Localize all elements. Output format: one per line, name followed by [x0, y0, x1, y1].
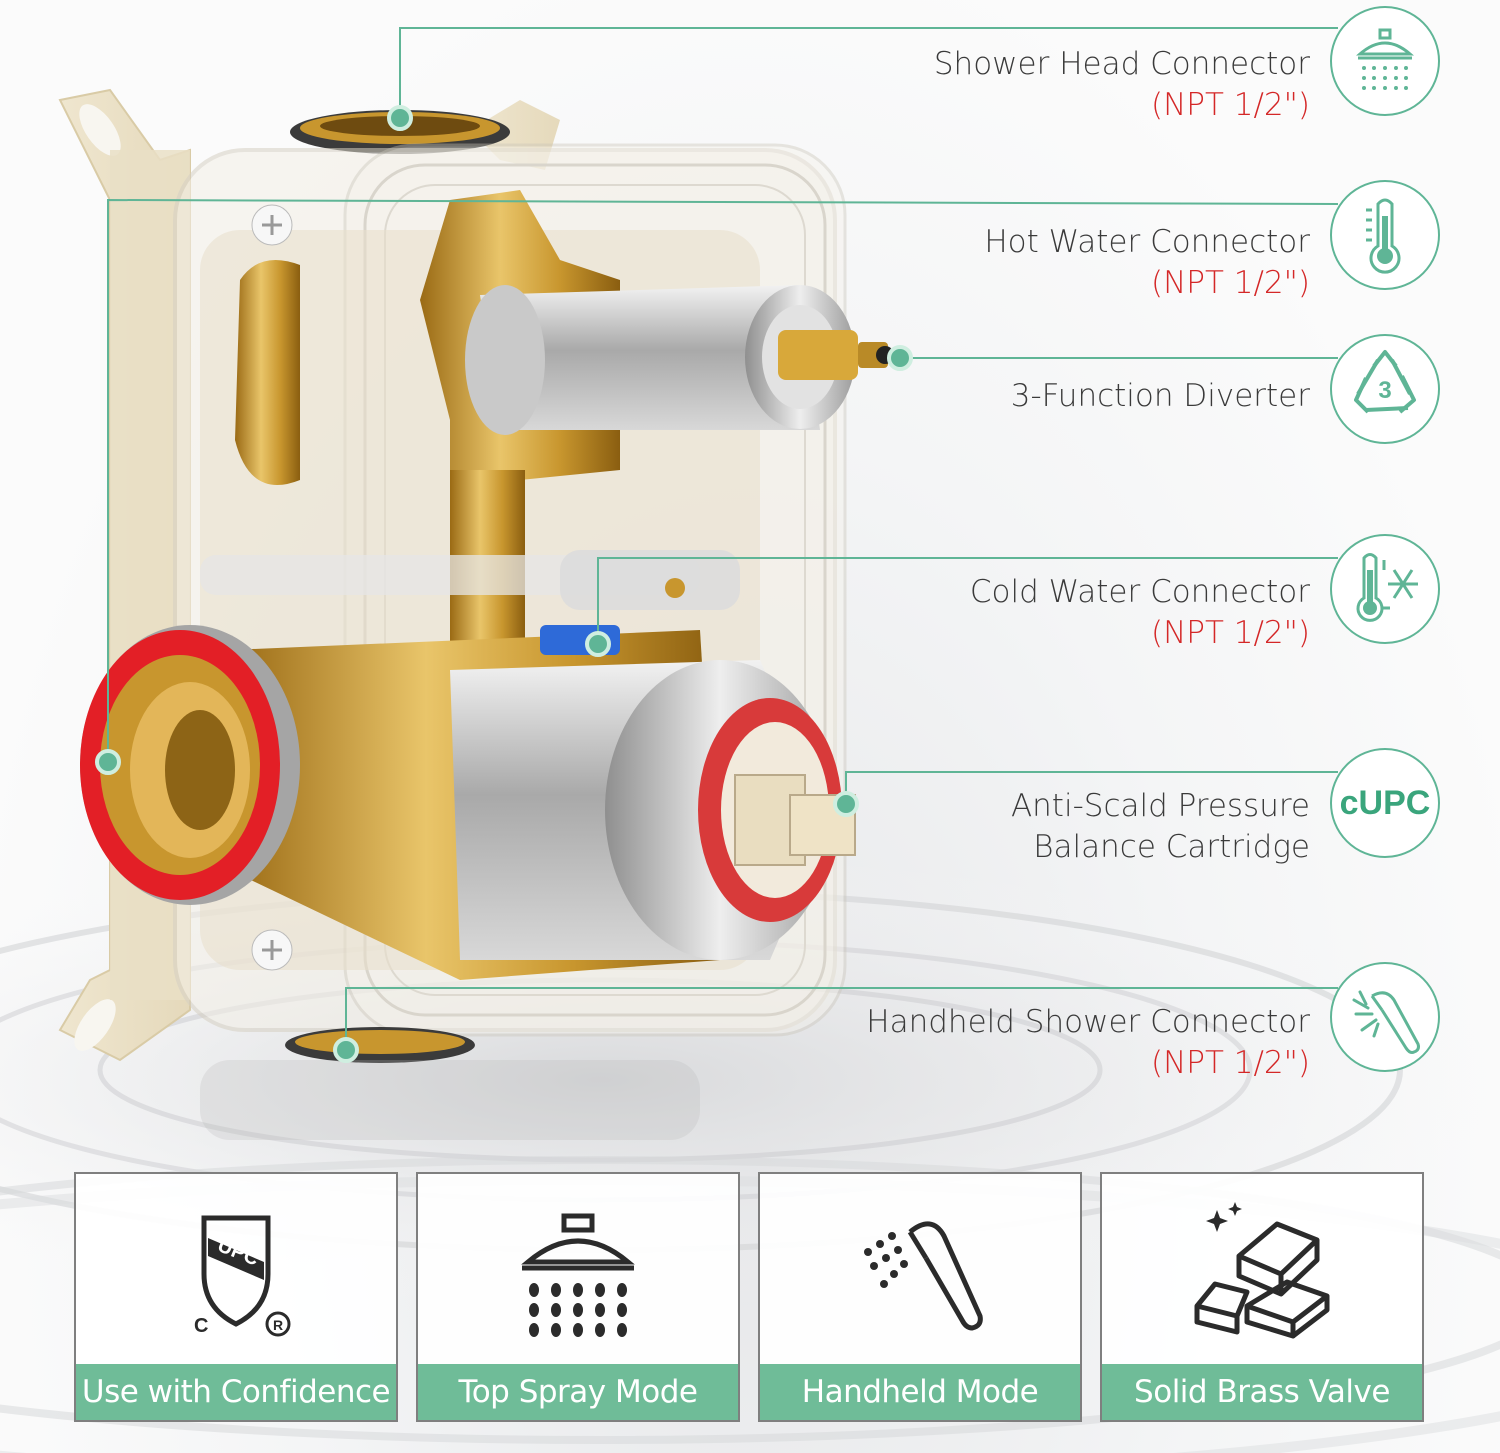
feature-card-confidence-label: Use with Confidence	[76, 1364, 396, 1420]
brass-bars-icon	[1102, 1196, 1422, 1366]
callout-dot-diverter	[887, 345, 913, 371]
feature-card-top-spray-label: Top Spray Mode	[418, 1364, 738, 1420]
handheld-spray-icon	[760, 1196, 1080, 1366]
handheld-shower-icon	[1330, 962, 1440, 1072]
shower-head-port	[290, 110, 510, 154]
housing-screws	[251, 204, 293, 971]
callout-shower-head-name: Shower Head Connector	[933, 46, 1310, 82]
feature-card-brass: Solid Brass Valve	[1100, 1172, 1424, 1422]
callout-cold-water-spec: (NPT 1/2")	[1150, 615, 1310, 651]
upc-r-mark: R	[273, 1317, 283, 1333]
callout-dot-shower-head	[387, 105, 413, 131]
callout-dot-hot-water	[95, 749, 121, 775]
feature-cards: UPC C R Use with Confidence Top Spray Mo…	[74, 1172, 1424, 1422]
callout-handheld-name: Handheld Shower Connector	[866, 1004, 1310, 1040]
thermometer-snowflake-icon	[1330, 534, 1440, 644]
callout-cartridge: Anti-Scald Pressure Balance Cartridge	[1011, 786, 1310, 868]
callout-cold-water-name: Cold Water Connector	[969, 574, 1310, 610]
pressure-balance-cartridge	[450, 660, 856, 960]
feature-card-handheld-label: Handheld Mode	[760, 1364, 1080, 1420]
callout-shower-head: Shower Head Connector (NPT 1/2")	[934, 44, 1310, 126]
callout-cold-water: Cold Water Connector (NPT 1/2")	[970, 572, 1310, 654]
callout-handheld-spec: (NPT 1/2")	[1150, 1045, 1310, 1081]
callout-dot-handheld	[333, 1037, 359, 1063]
recycle-3-icon: 3	[1330, 334, 1440, 444]
thermometer-hot-icon	[1330, 180, 1440, 290]
callout-dot-cartridge	[833, 791, 859, 817]
callout-cartridge-line1: Anti-Scald Pressure	[1010, 788, 1310, 824]
callout-shower-head-spec: (NPT 1/2")	[1150, 87, 1310, 123]
callout-hot-water-name: Hot Water Connector	[984, 224, 1310, 260]
leader-shower-head	[399, 27, 1338, 118]
feature-card-confidence: UPC C R Use with Confidence	[74, 1172, 398, 1422]
cupc-badge-text: cUPC	[1339, 783, 1431, 822]
feature-card-handheld: Handheld Mode	[758, 1172, 1082, 1422]
rain-shower-icon	[418, 1196, 738, 1366]
callout-hot-water: Hot Water Connector (NPT 1/2")	[984, 222, 1310, 304]
hot-water-port	[80, 625, 300, 905]
leader-handheld	[345, 987, 1338, 1050]
callout-handheld: Handheld Shower Connector (NPT 1/2")	[866, 1002, 1310, 1084]
leader-cold-water	[597, 557, 1338, 644]
callout-diverter-name: 3-Function Diverter	[1010, 378, 1310, 414]
callout-diverter: 3-Function Diverter	[1011, 376, 1310, 417]
svg-text:3: 3	[1378, 377, 1391, 404]
callout-cartridge-line2: Balance Cartridge	[1033, 829, 1310, 865]
feature-card-top-spray: Top Spray Mode	[416, 1172, 740, 1422]
callout-hot-water-spec: (NPT 1/2")	[1150, 265, 1310, 301]
callout-dot-cold-water	[585, 631, 611, 657]
upc-shield-icon: UPC C R	[76, 1196, 396, 1366]
shower-head-icon	[1330, 6, 1440, 116]
diverter-stem	[465, 285, 894, 435]
cupc-badge-icon: cUPC	[1330, 748, 1440, 858]
feature-card-brass-label: Solid Brass Valve	[1102, 1364, 1422, 1420]
upc-c-mark: C	[194, 1315, 208, 1337]
valve-reflection	[200, 1060, 700, 1140]
leader-hot-water	[107, 198, 1339, 762]
